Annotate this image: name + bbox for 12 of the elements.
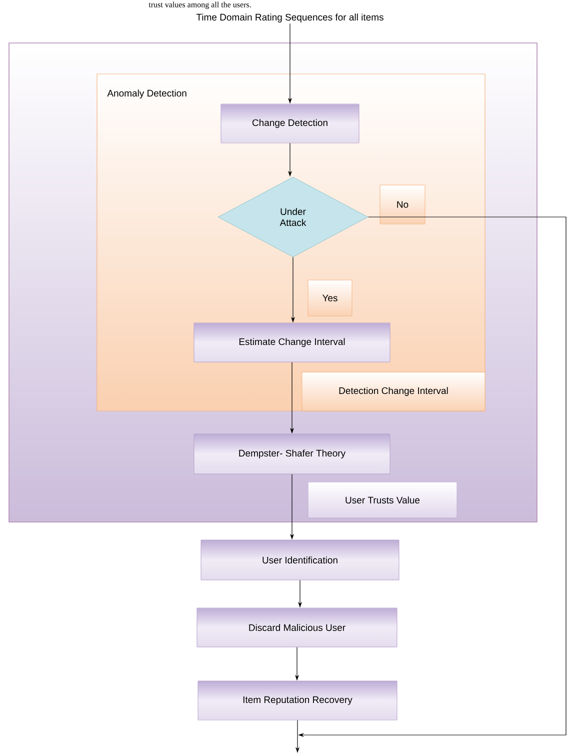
process-box: Dempster- Shafer Theory [194,434,390,474]
note-box: Yes [308,280,352,316]
note-box: User Trusts Value [308,482,458,518]
process-box: Change Detection [220,104,360,144]
note-box: Detection Change Interval [302,372,486,412]
process-box: Discard Malicious User [196,608,398,648]
process-box: Estimate Change Interval [194,322,390,362]
body-text: trust values among all the users. [148,2,251,9]
process-box: Item Reputation Recovery [198,680,398,720]
input-label: Time Domain Rating Sequences for all items [196,14,384,22]
note-box: No [380,184,426,224]
process-box: User Identification [200,540,400,580]
